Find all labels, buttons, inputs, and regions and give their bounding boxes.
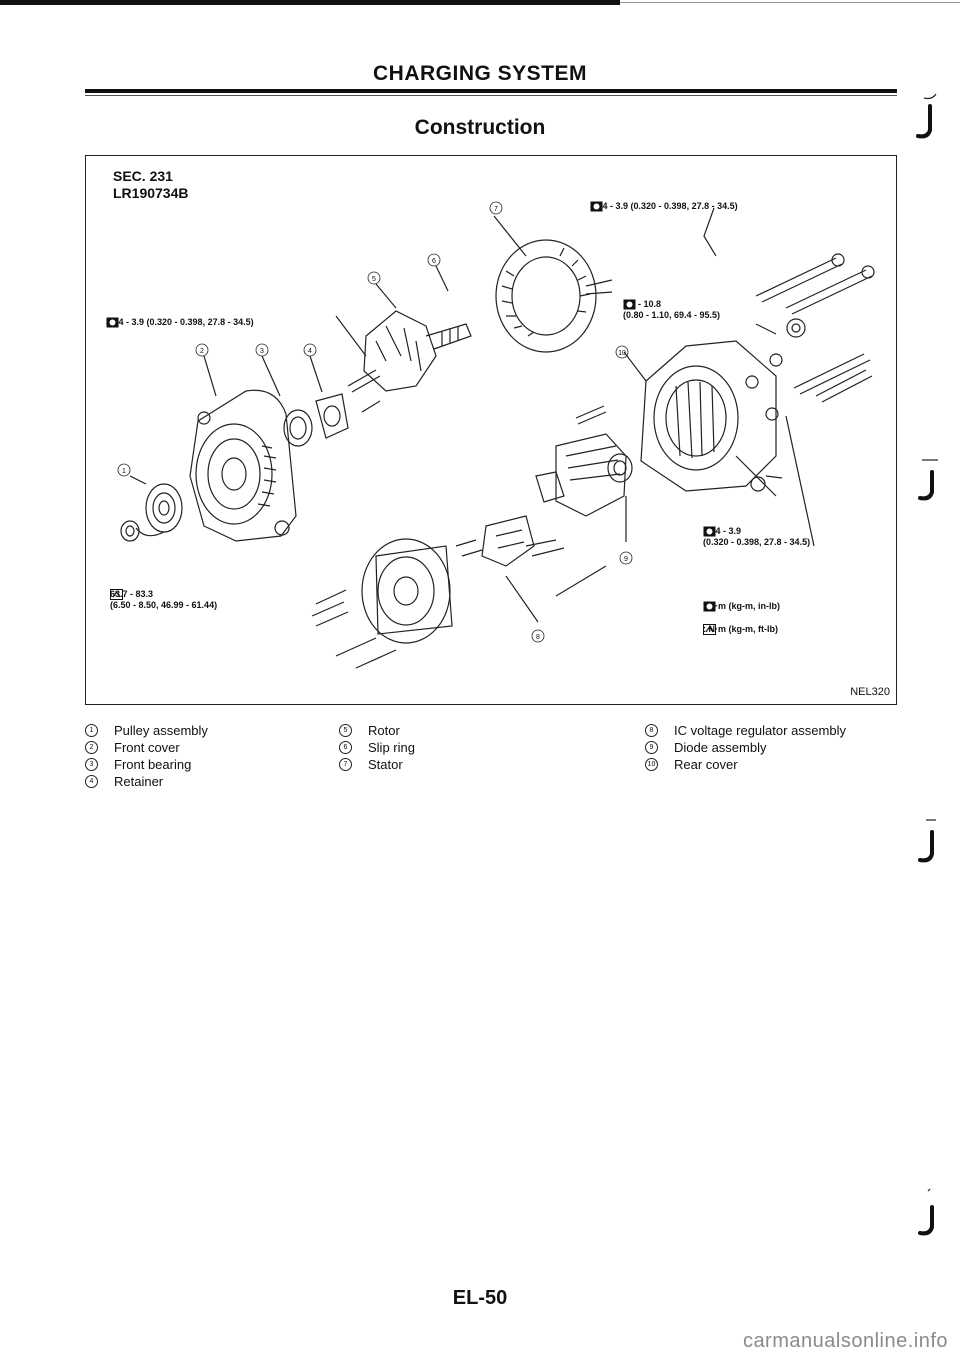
- part-number-circle: 3: [85, 758, 98, 771]
- callout-number: 5: [367, 271, 381, 285]
- svg-text:7: 7: [494, 206, 498, 213]
- callout-number: 6: [427, 253, 441, 267]
- sec-number: SEC. 231: [113, 168, 173, 184]
- header-rule-thin: [85, 95, 897, 96]
- part-number-circle: 5: [339, 724, 352, 737]
- callout-number: 7: [489, 201, 503, 215]
- header-rule: [85, 89, 897, 93]
- part-number-circle: 2: [85, 741, 98, 754]
- figure-code: NEL320: [850, 686, 890, 698]
- margin-hook-mark: [916, 93, 937, 139]
- alternator-model-number: LR190734B: [113, 185, 189, 201]
- callout-number: 8: [531, 629, 545, 643]
- section-reference-label: SEC. 231 LR190734B: [113, 168, 189, 202]
- exploded-view-drawing: 7 6 5 2 3 4 10: [117, 201, 875, 669]
- margin-hook-mark: [918, 459, 938, 501]
- legend-item: 4 Retainer: [85, 773, 208, 790]
- part-name: Front cover: [114, 740, 180, 755]
- callout-number: 3: [255, 343, 269, 357]
- legend-item: 5 Rotor: [339, 722, 415, 739]
- torque-spec-pulley-nut: 63.7 - 83.3(6.50 - 8.50, 46.99 - 61.44): [110, 589, 218, 610]
- top-edge-rule: [0, 0, 620, 5]
- legend-item: 1 Pulley assembly: [85, 722, 208, 739]
- nut-torque-icon: [110, 589, 123, 600]
- torque-spec-retainer-screws: 3.14 - 3.9 (0.320 - 0.398, 27.8 - 34.5): [106, 317, 254, 328]
- part-name: Rotor: [368, 723, 400, 738]
- part-name: Stator: [368, 757, 403, 772]
- part-name: Diode assembly: [674, 740, 767, 755]
- front-cover-drawing: [189, 389, 297, 542]
- unit-legend-ft-lb: : N·m (kg-m, ft-lb): [703, 624, 778, 635]
- svg-text:5: 5: [372, 276, 376, 283]
- svg-text:2: 2: [200, 348, 204, 355]
- parts-legend: 1 Pulley assembly 2 Front cover 3 Front bea…: [85, 722, 897, 802]
- part-name: Front bearing: [114, 757, 192, 772]
- callout-number: 4: [303, 343, 317, 357]
- part-number-circle: 9: [645, 741, 658, 754]
- front-bearing-drawing: [283, 409, 313, 447]
- svg-text:3: 3: [260, 348, 264, 355]
- part-name: Rear cover: [674, 757, 738, 772]
- ic-voltage-regulator-drawing: [455, 471, 565, 567]
- brush-holder-drawing: [361, 538, 453, 644]
- legend-item: 7 Stator: [339, 756, 415, 773]
- part-name: Pulley assembly: [114, 723, 208, 738]
- parts-legend-column: 1 Pulley assembly 2 Front cover 3 Front bea…: [85, 722, 208, 790]
- callout-number: 9: [619, 551, 633, 565]
- legend-item: 6 Slip ring: [339, 739, 415, 756]
- retainer-drawing: [315, 393, 349, 439]
- rear-cover-drawing: [640, 340, 783, 497]
- part-name: Retainer: [114, 774, 164, 789]
- diode-assembly-drawing: [555, 405, 633, 517]
- parts-legend-column: 5 Rotor 6 Slip ring 7 Stator: [339, 722, 415, 773]
- pulley-assembly-drawing: [120, 483, 183, 542]
- svg-text:4: 4: [308, 348, 312, 355]
- section-title: CHARGING SYSTEM: [372, 62, 587, 85]
- bolt-torque-icon: [703, 601, 716, 612]
- parts-legend-column: 8 IC voltage regulator assembly 9 Diode as…: [645, 722, 846, 773]
- legend-item: 3 Front bearing: [85, 756, 208, 773]
- torque-spec-through-bolts: 3.14 - 3.9(0.320 - 0.398, 27.8 - 34.5): [703, 526, 811, 547]
- bolt-torque-icon: [703, 526, 716, 537]
- torque-spec-stator-bolts: 3.14 - 3.9 (0.320 - 0.398, 27.8 - 34.5): [590, 201, 738, 212]
- margin-hook-mark: [918, 819, 936, 863]
- part-number-circle: 1: [85, 724, 98, 737]
- unit-legend-in-lb: : N·m (kg-m, in-lb): [703, 601, 780, 612]
- legend-item: 2 Front cover: [85, 739, 208, 756]
- legend-item: 10 Rear cover: [645, 756, 846, 773]
- svg-text:8: 8: [536, 634, 540, 641]
- alternator-exploded-figure: SEC. 231 LR190734B: [85, 155, 897, 705]
- svg-text:10: 10: [618, 350, 626, 357]
- part-number-circle: 10: [645, 758, 658, 771]
- part-number-circle: 6: [339, 741, 352, 754]
- part-name: IC voltage regulator assembly: [674, 723, 846, 738]
- bolt-torque-icon: [623, 299, 636, 310]
- svg-text:1: 1: [122, 468, 126, 475]
- bolt-torque-icon: [590, 201, 603, 212]
- legend-item: 8 IC voltage regulator assembly: [645, 722, 846, 739]
- bolt-torque-icon: [106, 317, 119, 328]
- margin-hook-mark: [918, 1188, 934, 1236]
- page-sub-title: Construction: [414, 116, 546, 139]
- watermark-text: carmanualsonline.info: [742, 1330, 948, 1352]
- part-name: Slip ring: [368, 740, 415, 755]
- part-number-circle: 4: [85, 775, 98, 788]
- page-number: EL-50: [452, 1287, 508, 1309]
- svg-text:6: 6: [432, 258, 436, 265]
- callout-number: 2: [195, 343, 209, 357]
- nut-torque-icon: [703, 624, 716, 635]
- callout-number: 10: [615, 345, 629, 359]
- svg-text:9: 9: [624, 556, 628, 563]
- part-number-circle: 7: [339, 758, 352, 771]
- part-number-circle: 8: [645, 724, 658, 737]
- stator-drawing: [495, 239, 613, 353]
- callout-number: 1: [117, 463, 131, 477]
- legend-item: 9 Diode assembly: [645, 739, 846, 756]
- rotor-drawing: [363, 310, 472, 392]
- top-edge-rule-thin: [620, 2, 960, 3]
- torque-spec-pulley-nut-rear: 7.8 - 10.8(0.80 - 1.10, 69.4 - 95.5): [623, 299, 721, 320]
